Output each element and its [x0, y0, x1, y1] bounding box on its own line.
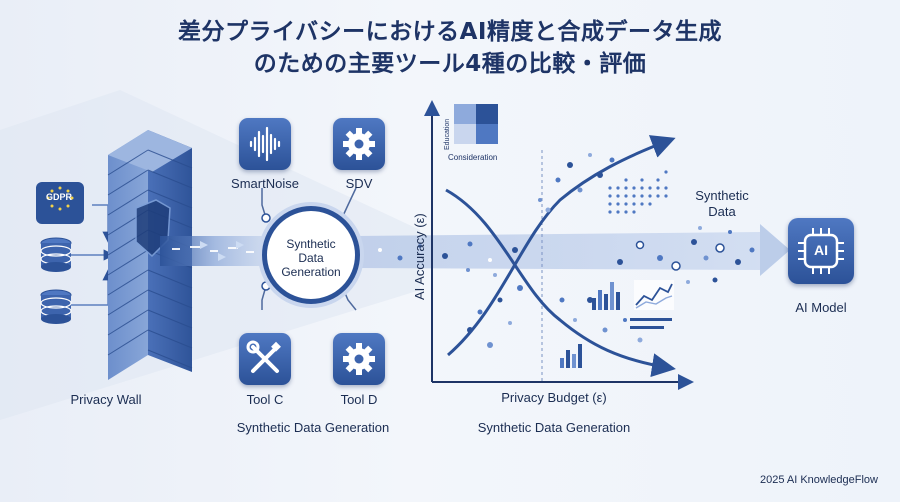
scatter-dots — [466, 153, 643, 348]
curve-accuracy-rising — [447, 135, 676, 357]
tool-label-sdv: SDV — [345, 176, 373, 191]
ai-badge-text: AI — [814, 242, 828, 258]
database-icon — [40, 237, 72, 272]
privacy-wall-label: Privacy Wall — [70, 392, 142, 407]
gdpr-badge-text: GDPR — [46, 192, 73, 202]
tool-icon-smartnoise[interactable] — [239, 118, 291, 170]
gear-icon — [343, 343, 375, 375]
hub-label-line-2: Data — [298, 251, 324, 265]
footer-credit: 2025 AI KnowledgeFlow — [759, 474, 878, 486]
tool-icon-tool-d[interactable] — [333, 333, 385, 385]
tool-icon-sdv[interactable] — [333, 118, 385, 170]
hub-label-line-1: Synthetic — [286, 237, 336, 251]
database-icon — [40, 289, 72, 324]
ai-model-icon[interactable]: AI — [788, 218, 854, 284]
matrix-ylabel: Education — [444, 119, 451, 150]
gear-icon — [343, 128, 375, 160]
dot-grid — [608, 170, 668, 214]
data-beam-out — [355, 232, 780, 270]
chart-xlabel: Privacy Budget (ε) — [501, 390, 607, 405]
title-line-2: のための主要ツール4種の比較・評価 — [253, 51, 647, 77]
mini-bar-chart-1 — [592, 282, 620, 310]
ai-model-label: AI Model — [795, 300, 847, 315]
matrix-2x2 — [454, 104, 498, 144]
gdpr-icon — [36, 182, 84, 224]
chart-caption: Synthetic Data Generation — [477, 420, 631, 435]
beam-dots — [378, 226, 755, 284]
synthetic-data-label-line-1: Synthetic — [695, 188, 749, 203]
mini-bar-chart-2 — [560, 344, 582, 368]
tool-icon-tool-c[interactable] — [239, 333, 291, 385]
synthetic-data-label-line-2: Data — [708, 204, 736, 219]
hub-label: Synthetic Data Generation — [267, 237, 355, 279]
ai-chip-icon — [798, 228, 844, 274]
beam-arrowhead — [760, 224, 790, 276]
tool-label-smartnoise: SmartNoise — [231, 176, 299, 191]
curve-privacy-falling — [445, 188, 676, 378]
tool-label-tool-c: Tool C — [246, 392, 284, 407]
synthetic-data-label: Synthetic Data — [695, 188, 748, 220]
title-line-1: 差分プライバシーにおけるAI精度と合成データ生成 — [178, 19, 722, 45]
tools-caption: Synthetic Data Generation — [236, 420, 390, 435]
wrench-screwdriver-icon — [246, 340, 281, 373]
chart-ylabel: AI Accuracy (ε) — [412, 213, 427, 300]
synthetic-data-hub[interactable]: Synthetic Data Generation — [262, 206, 360, 304]
mini-line-chart — [634, 280, 674, 310]
mini-text-lines — [630, 318, 672, 329]
waveform-icon — [249, 126, 281, 162]
tool-label-tool-d: Tool D — [340, 392, 378, 407]
matrix-xlabel: Consideration — [448, 153, 497, 162]
chart-axes — [424, 100, 694, 390]
hub-label-line-3: Generation — [281, 265, 341, 279]
